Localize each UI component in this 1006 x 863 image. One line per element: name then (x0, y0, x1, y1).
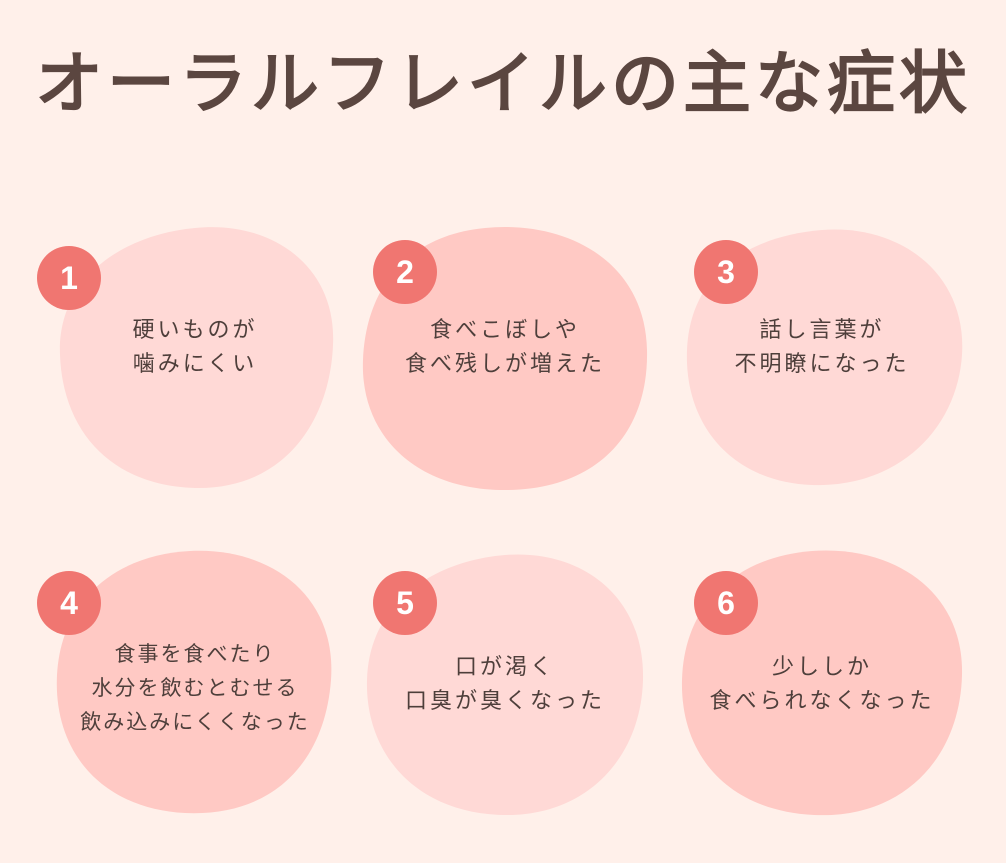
symptom-text-line: 不明瞭になった (734, 352, 910, 377)
symptom-card-6: 6 少ししか 食べられなくなった (672, 545, 972, 825)
blob-shape (56, 550, 332, 814)
badge-number-1: 1 (37, 246, 101, 310)
badge-number-2: 2 (373, 240, 437, 304)
symptom-text-line: 食べこぼしや (430, 318, 580, 343)
badge-number-3: 3 (694, 240, 758, 304)
symptom-text-2: 食べこぼしや 食べ残しが増えた (355, 314, 655, 382)
symptom-text-line: 話し言葉が (759, 318, 885, 343)
blob-shape (362, 227, 648, 491)
symptom-card-1: 1 硬いものが 噛みにくい (37, 220, 345, 500)
blob-shape (366, 554, 644, 816)
symptom-text-line: 硬いものが (132, 318, 258, 343)
symptom-text-1: 硬いものが 噛みにくい (45, 314, 345, 382)
symptom-text-line: 食べられなくなった (709, 689, 935, 714)
symptom-text-line: 食べ残しが増えた (404, 352, 605, 377)
symptom-text-3: 話し言葉が 不明瞭になった (672, 314, 972, 382)
symptom-text-line: 噛みにくい (132, 352, 258, 377)
symptom-text-line: 口臭が臭くなった (404, 689, 605, 714)
symptom-text-5: 口が渇く 口臭が臭くなった (355, 651, 655, 719)
blob-shape (59, 227, 334, 489)
blob-shape (686, 229, 963, 486)
badge-number-6: 6 (694, 571, 758, 635)
symptom-text-6: 少ししか 食べられなくなった (672, 651, 972, 719)
symptom-text-4: 食事を食べたり 水分を飲むとむせる 飲み込みにくくなった (45, 637, 345, 739)
badge-number-4: 4 (37, 571, 101, 635)
symptom-card-5: 5 口が渇く 口臭が臭くなった (355, 545, 655, 825)
symptom-text-line: 水分を飲むとむせる (91, 676, 299, 700)
badge-number-5: 5 (373, 571, 437, 635)
symptom-text-line: 飲み込みにくくなった (80, 710, 310, 734)
symptom-card-4: 4 食事を食べたり 水分を飲むとむせる 飲み込みにくくなった (37, 545, 345, 825)
symptom-text-line: 食事を食べたり (114, 642, 276, 666)
symptom-text-line: 口が渇く (454, 655, 555, 680)
symptom-card-2: 2 食べこぼしや 食べ残しが増えた (355, 220, 655, 500)
symptom-card-3: 3 話し言葉が 不明瞭になった (672, 220, 972, 500)
symptom-text-line: 少ししか (771, 655, 872, 680)
page-title: オーラルフレイルの主な症状 (34, 45, 971, 124)
